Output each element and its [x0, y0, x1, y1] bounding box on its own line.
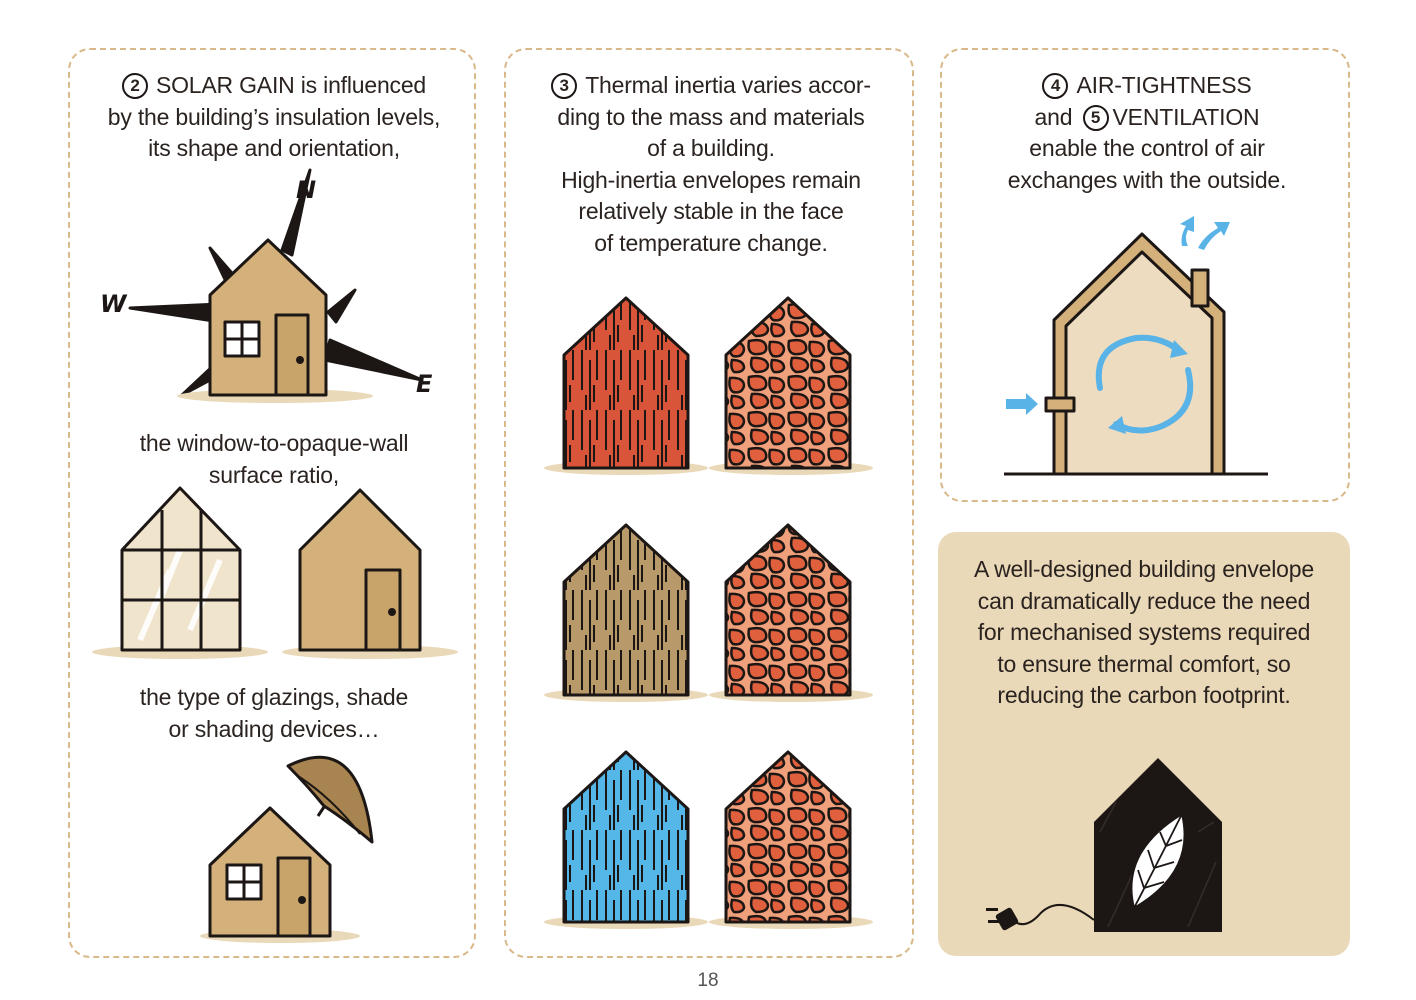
step-number-3: 3: [551, 73, 578, 99]
envelope-line-4: to ensure thermal comfort, so: [997, 650, 1291, 677]
glass-house: [120, 486, 242, 652]
glazing-text: the type of glazings, shade or shading d…: [70, 682, 478, 745]
thermal-line-3: of a building.: [647, 135, 775, 161]
compass-west-label: W: [100, 290, 128, 318]
step-number-5: 5: [1082, 104, 1109, 131]
stone-house-2: [724, 523, 852, 697]
air-inlet: [1044, 396, 1076, 413]
thermal-line-5: relatively stable in the face: [578, 198, 844, 224]
compass-west-spike: [128, 302, 222, 324]
compass-house-illustration: N W E: [100, 168, 433, 403]
envelope-line-1: A well-designed building envelope: [974, 556, 1314, 582]
thermal-inertia-text: 3 Thermal inertia varies accor- ding to t…: [506, 70, 916, 259]
umbrella-canopy: [286, 755, 374, 844]
page-number: 18: [697, 970, 719, 991]
shading-house-illustration: [200, 755, 374, 943]
glazing-line-1: the type of glazings, shade: [139, 684, 409, 710]
compass-east-label: E: [416, 370, 433, 398]
solar-gain-line-2: by the building’s insulation levels,: [107, 103, 441, 130]
leaf-house-illustration: [986, 758, 1222, 932]
window-ratio-text: the window-to-opaque-wall surface ratio,: [70, 428, 478, 491]
chimney: [1190, 268, 1210, 308]
solar-gain-heading: SOLAR GAIN: [155, 72, 295, 98]
air-line-1: enable the control of air: [1029, 135, 1265, 161]
airflow-arrows: [1006, 216, 1230, 415]
window-ratio-illustration: [92, 486, 458, 659]
window-ratio-line-1: the window-to-opaque-wall: [139, 430, 409, 456]
thermal-line-1: Thermal inertia varies accor-: [585, 72, 871, 98]
solar-gain-line-1: is influenced: [300, 72, 427, 98]
envelope-text: A well-designed building envelope can dr…: [938, 554, 1350, 712]
thermal-line-2: ding to the mass and materials: [557, 103, 865, 130]
and-word: and: [1034, 103, 1073, 130]
solar-gain-text: 2 SOLAR GAIN is influenced by the buildin…: [70, 70, 478, 165]
circulation-loop: [1095, 334, 1194, 434]
solar-gain-line-3: its shape and orientation,: [148, 135, 400, 161]
envelope-line-3: for mechanised systems required: [977, 619, 1311, 645]
thermal-line-6: of temperature change.: [594, 229, 828, 256]
thermal-inertia-panel: 3 Thermal inertia varies accor- ding to t…: [504, 48, 914, 958]
compass-north-label: N: [296, 176, 316, 204]
compass-north-spike: [280, 168, 312, 257]
power-cord: [1011, 903, 1095, 926]
blue-wood-house: [562, 750, 690, 924]
window-ratio-line-2: surface ratio,: [208, 461, 340, 488]
brown-wood-house: [562, 523, 690, 697]
opaque-house: [298, 488, 422, 652]
thermal-line-4: High-inertia envelopes remain: [561, 166, 861, 193]
envelope-line-5: reducing the carbon footprint.: [997, 682, 1291, 708]
plug-icon: [986, 907, 1019, 931]
house-door: [274, 313, 310, 397]
step-number-4: 4: [1042, 73, 1069, 99]
ventilation-heading: VENTILATION: [1112, 103, 1260, 130]
air-line-2: exchanges with the outside.: [1007, 166, 1287, 193]
stone-house-3: [724, 750, 852, 924]
solar-gain-panel: 2 SOLAR GAIN is influenced by the buildin…: [68, 48, 476, 958]
glazing-line-2: or shading devices…: [168, 715, 380, 742]
material-houses-illustration: [544, 296, 873, 929]
ventilation-house-illustration: [1004, 216, 1268, 476]
compass-east-spike: [323, 338, 424, 382]
envelope-line-2: can dramatically reduce the need: [977, 587, 1311, 614]
building-envelope-panel: A well-designed building envelope can dr…: [938, 532, 1350, 956]
stone-house-1: [724, 296, 852, 470]
red-wood-house: [562, 296, 690, 470]
air-tightness-heading: AIR-TIGHTNESS: [1076, 72, 1252, 98]
step-number-2: 2: [121, 73, 148, 99]
